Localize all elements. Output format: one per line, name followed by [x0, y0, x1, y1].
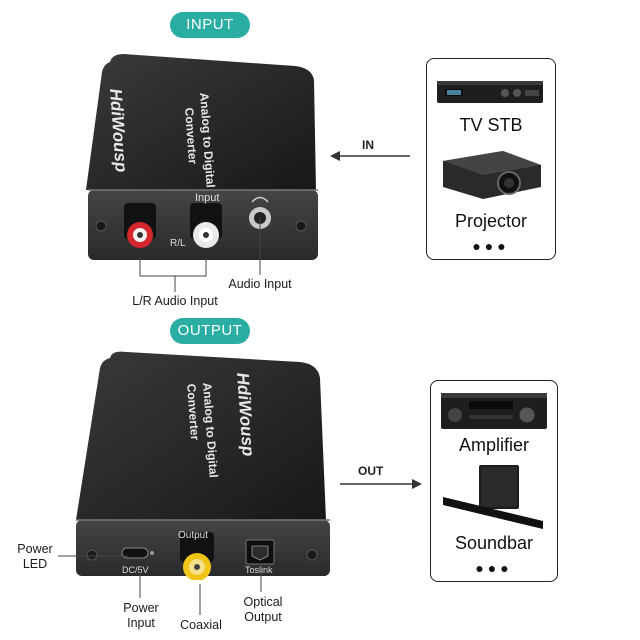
coaxial-label: Coaxial	[180, 618, 222, 632]
output-targets-panel: Amplifier Soundbar ●●●	[430, 380, 558, 582]
audio-input-label: Audio Input	[228, 277, 292, 291]
projector-icon	[443, 151, 541, 199]
port-label-rl: R/L	[170, 238, 186, 249]
input-sources-panel: TV STB Projector ●●●	[426, 58, 556, 260]
power-input-label: Power Input	[113, 601, 169, 631]
input-badge: INPUT	[170, 12, 250, 38]
output-device-title: Analog to Digital Converter	[183, 382, 222, 479]
optical-output-label-line2: Output	[244, 610, 282, 624]
input-more-dots: ●●●	[472, 238, 510, 254]
in-arrow-label: IN	[362, 138, 374, 152]
port-label-output: Output	[178, 530, 209, 541]
port-label-dc: DC/5V	[122, 565, 149, 575]
tv-stb-icon	[437, 81, 543, 103]
optical-output-label: Optical Output	[233, 595, 293, 625]
power-led-label-line2: LED	[22, 557, 48, 571]
input-device-title: Analog to Digital Converter	[180, 92, 219, 189]
input-converter-device	[86, 54, 318, 260]
out-arrow-label: OUT	[358, 464, 384, 478]
port-label-toslink: Toslink	[245, 565, 273, 575]
target-soundbar: Soundbar	[454, 533, 534, 553]
soundbar-icon	[443, 465, 543, 529]
source-projector: Projector	[454, 211, 528, 231]
lr-audio-input-label: L/R Audio Input	[132, 294, 218, 308]
output-converter-device	[76, 351, 330, 580]
power-input-label-line2: Input	[127, 616, 155, 630]
port-label-input: Input	[195, 192, 220, 204]
optical-output-label-line1: Optical	[243, 595, 283, 609]
out-arrow	[340, 479, 422, 489]
source-tv-stb: TV STB	[459, 115, 523, 135]
output-more-dots: ●●●	[475, 560, 513, 576]
power-led-label-line1: Power	[17, 542, 53, 556]
power-led-label: Power LED	[10, 542, 60, 572]
target-amplifier: Amplifier	[458, 435, 529, 455]
output-badge: OUTPUT	[170, 318, 250, 344]
amplifier-icon	[441, 393, 547, 429]
power-input-label-line1: Power	[123, 601, 159, 615]
in-arrow	[330, 151, 410, 161]
